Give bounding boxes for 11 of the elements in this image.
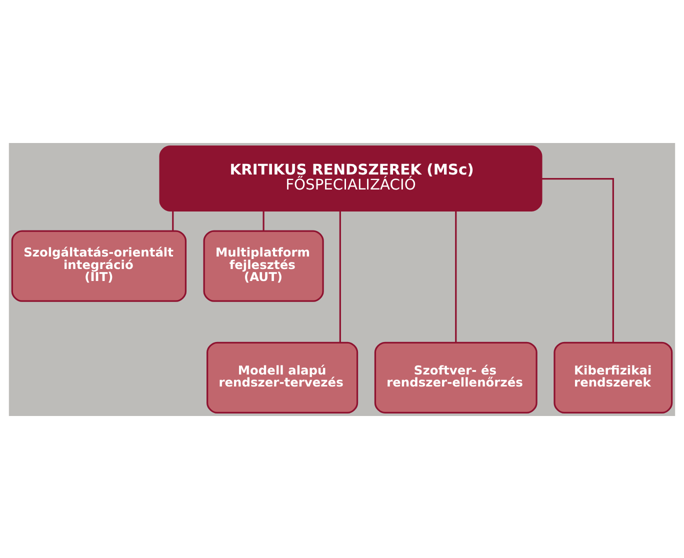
node-box: Szolgáltatás-orientált integráció (IIT) (11, 230, 187, 302)
node-box: Szoftver- és rendszer-ellenőrzés (374, 341, 538, 414)
node-box: KRITIKUS RENDSZEREK (MSc) FŐSPECIALIZÁCIÓ (159, 144, 542, 211)
connector (339, 210, 341, 342)
node-box: Multiplatform fejlesztés (AUT) (203, 230, 324, 302)
connector (172, 210, 174, 230)
node-box: Kiberfizikai rendszerek (554, 341, 673, 414)
connector (541, 178, 614, 342)
connector (455, 210, 457, 342)
connector (262, 210, 264, 230)
node-box: Modell alapú rendszer-tervezés (206, 341, 358, 414)
